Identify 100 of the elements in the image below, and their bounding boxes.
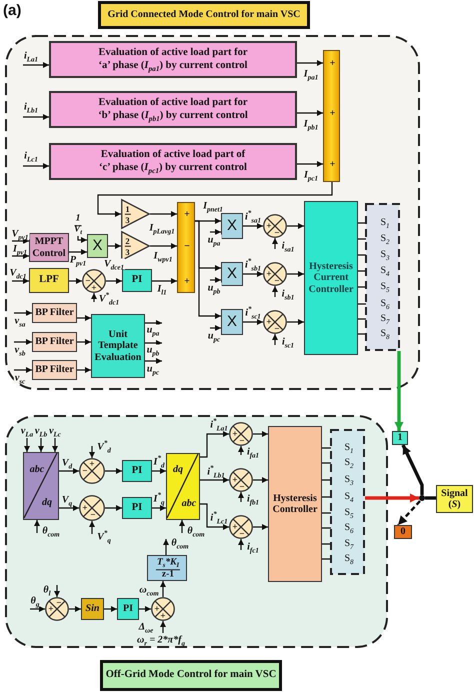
summing-bar [177,202,195,293]
box-label: BP Filter [35,307,74,319]
arrow [272,286,278,297]
signal-label: ω$_{r}$ = 2*π*f$_{g}$ [136,634,186,646]
signal-label: θ$_{l}$ [42,584,52,596]
title-text: Off-Grid Mode Control for main VSC [106,669,276,682]
signal-label: θ$_{com}$ [41,526,61,536]
signal-label: θ$_{g}$ [30,596,40,606]
arrow [77,236,87,243]
arrow [243,271,263,277]
multiplier-box [221,262,243,286]
numerator-label: T$_{s}$*K$_{I}$ [156,558,180,570]
signal-label: ω$_{com}$ [138,584,160,596]
arrow [139,606,151,612]
frame-label: dq [173,465,183,475]
connector-line [425,496,436,500]
signal-label: i$_{sb1}$ [280,288,296,300]
sign-label: + [48,604,54,614]
process-box [122,269,152,292]
process-box [49,41,297,78]
operator-label: X [226,313,237,331]
summing-junction [45,597,69,621]
arrow [12,253,29,259]
arrow [69,249,87,255]
arrow [210,277,221,283]
box-label: Evaluation of active load part for ‘b’ phase (I$_{pb1}$) by current control [97,97,249,122]
sign-label: + [266,270,272,278]
sign-label: + [184,277,190,287]
signal-label: I$_{pb1}$ [302,118,320,130]
signal-label: I$_{pc1}$ [303,170,319,180]
arrow [14,339,32,345]
operator-label: X [226,217,237,235]
sign-label: + [232,476,238,484]
gate-signal-label: S$_{6}$ [377,298,393,310]
arrow [253,524,268,530]
arrow [23,62,49,68]
denominator-label: 3 [125,247,130,256]
sign-label: − [90,510,96,520]
signal-label: i$_{sa1}$ [280,240,296,252]
arrow [34,520,40,533]
arrow [152,278,177,284]
process-box [122,460,152,482]
sign-label: + [154,604,160,614]
transform-box [166,453,200,520]
process-box [49,143,297,180]
process-box [32,303,77,323]
signal-label: u$_{pb}$ [206,282,222,294]
signal-label: u$_{pa}$ [146,324,160,336]
arrow [210,325,221,331]
box-label: BP Filter [35,336,74,348]
operator-label: X [226,265,237,283]
arrow [195,220,221,319]
signal-label: v$_{Lc}$ [48,426,62,436]
gain-triangle [121,199,150,229]
arrow [238,446,244,455]
arrow [105,505,122,511]
arrow [69,278,82,284]
arrow [145,358,162,364]
signal-label: P$_{pv1}$ [68,254,88,266]
denominator-label: z-1 [162,570,174,580]
numerator-label: 1 [74,214,82,226]
dashed-arrow [397,500,421,526]
frame-label: abc [30,465,44,475]
signal-label: i$_{sc1}$ [280,336,296,348]
arrow [272,238,278,249]
signal-label: V$_{dc1}$ [8,268,28,278]
signal-label: I$_{pa1}$ [302,68,320,80]
sign-label: − [274,324,280,334]
signal-box [436,485,473,513]
signal-label: I$_{pv1}$ [12,244,28,254]
arrow [297,110,323,116]
gate-signal-label: S$_{3}$ [341,474,357,486]
frame-label: abc [182,499,196,509]
gate-signal-label: S$_{3}$ [377,249,393,261]
sign-label: − [274,228,280,238]
sign-label: − [239,482,245,492]
signal-label: u$_{pb}$ [146,344,160,356]
arrow [287,223,304,229]
box-label: 0 [400,526,406,538]
process-box [122,497,152,519]
sign-label: − [85,276,91,286]
signal-label: V$_{pv1}$ [10,228,30,240]
box-label: Hysteresis Current Controller [308,260,354,296]
process-box [81,598,104,620]
sign-label: − [56,598,62,608]
summing-junction [229,422,253,446]
gate-signal-label: S$_{4}$ [341,491,357,503]
arrow [77,339,91,345]
arrow [200,503,229,530]
summing-junction [151,597,175,621]
arrow [160,621,166,633]
summing-junction [82,269,106,293]
arrow [160,581,166,597]
box-label: PI [132,274,142,287]
arrow [54,585,60,597]
numerator-label: 2 [124,236,131,247]
gate-signal-label: S$_{2}$ [341,457,357,469]
gate-signal-label: S$_{4}$ [377,265,393,277]
arrow [243,319,263,325]
process-box [91,314,145,378]
